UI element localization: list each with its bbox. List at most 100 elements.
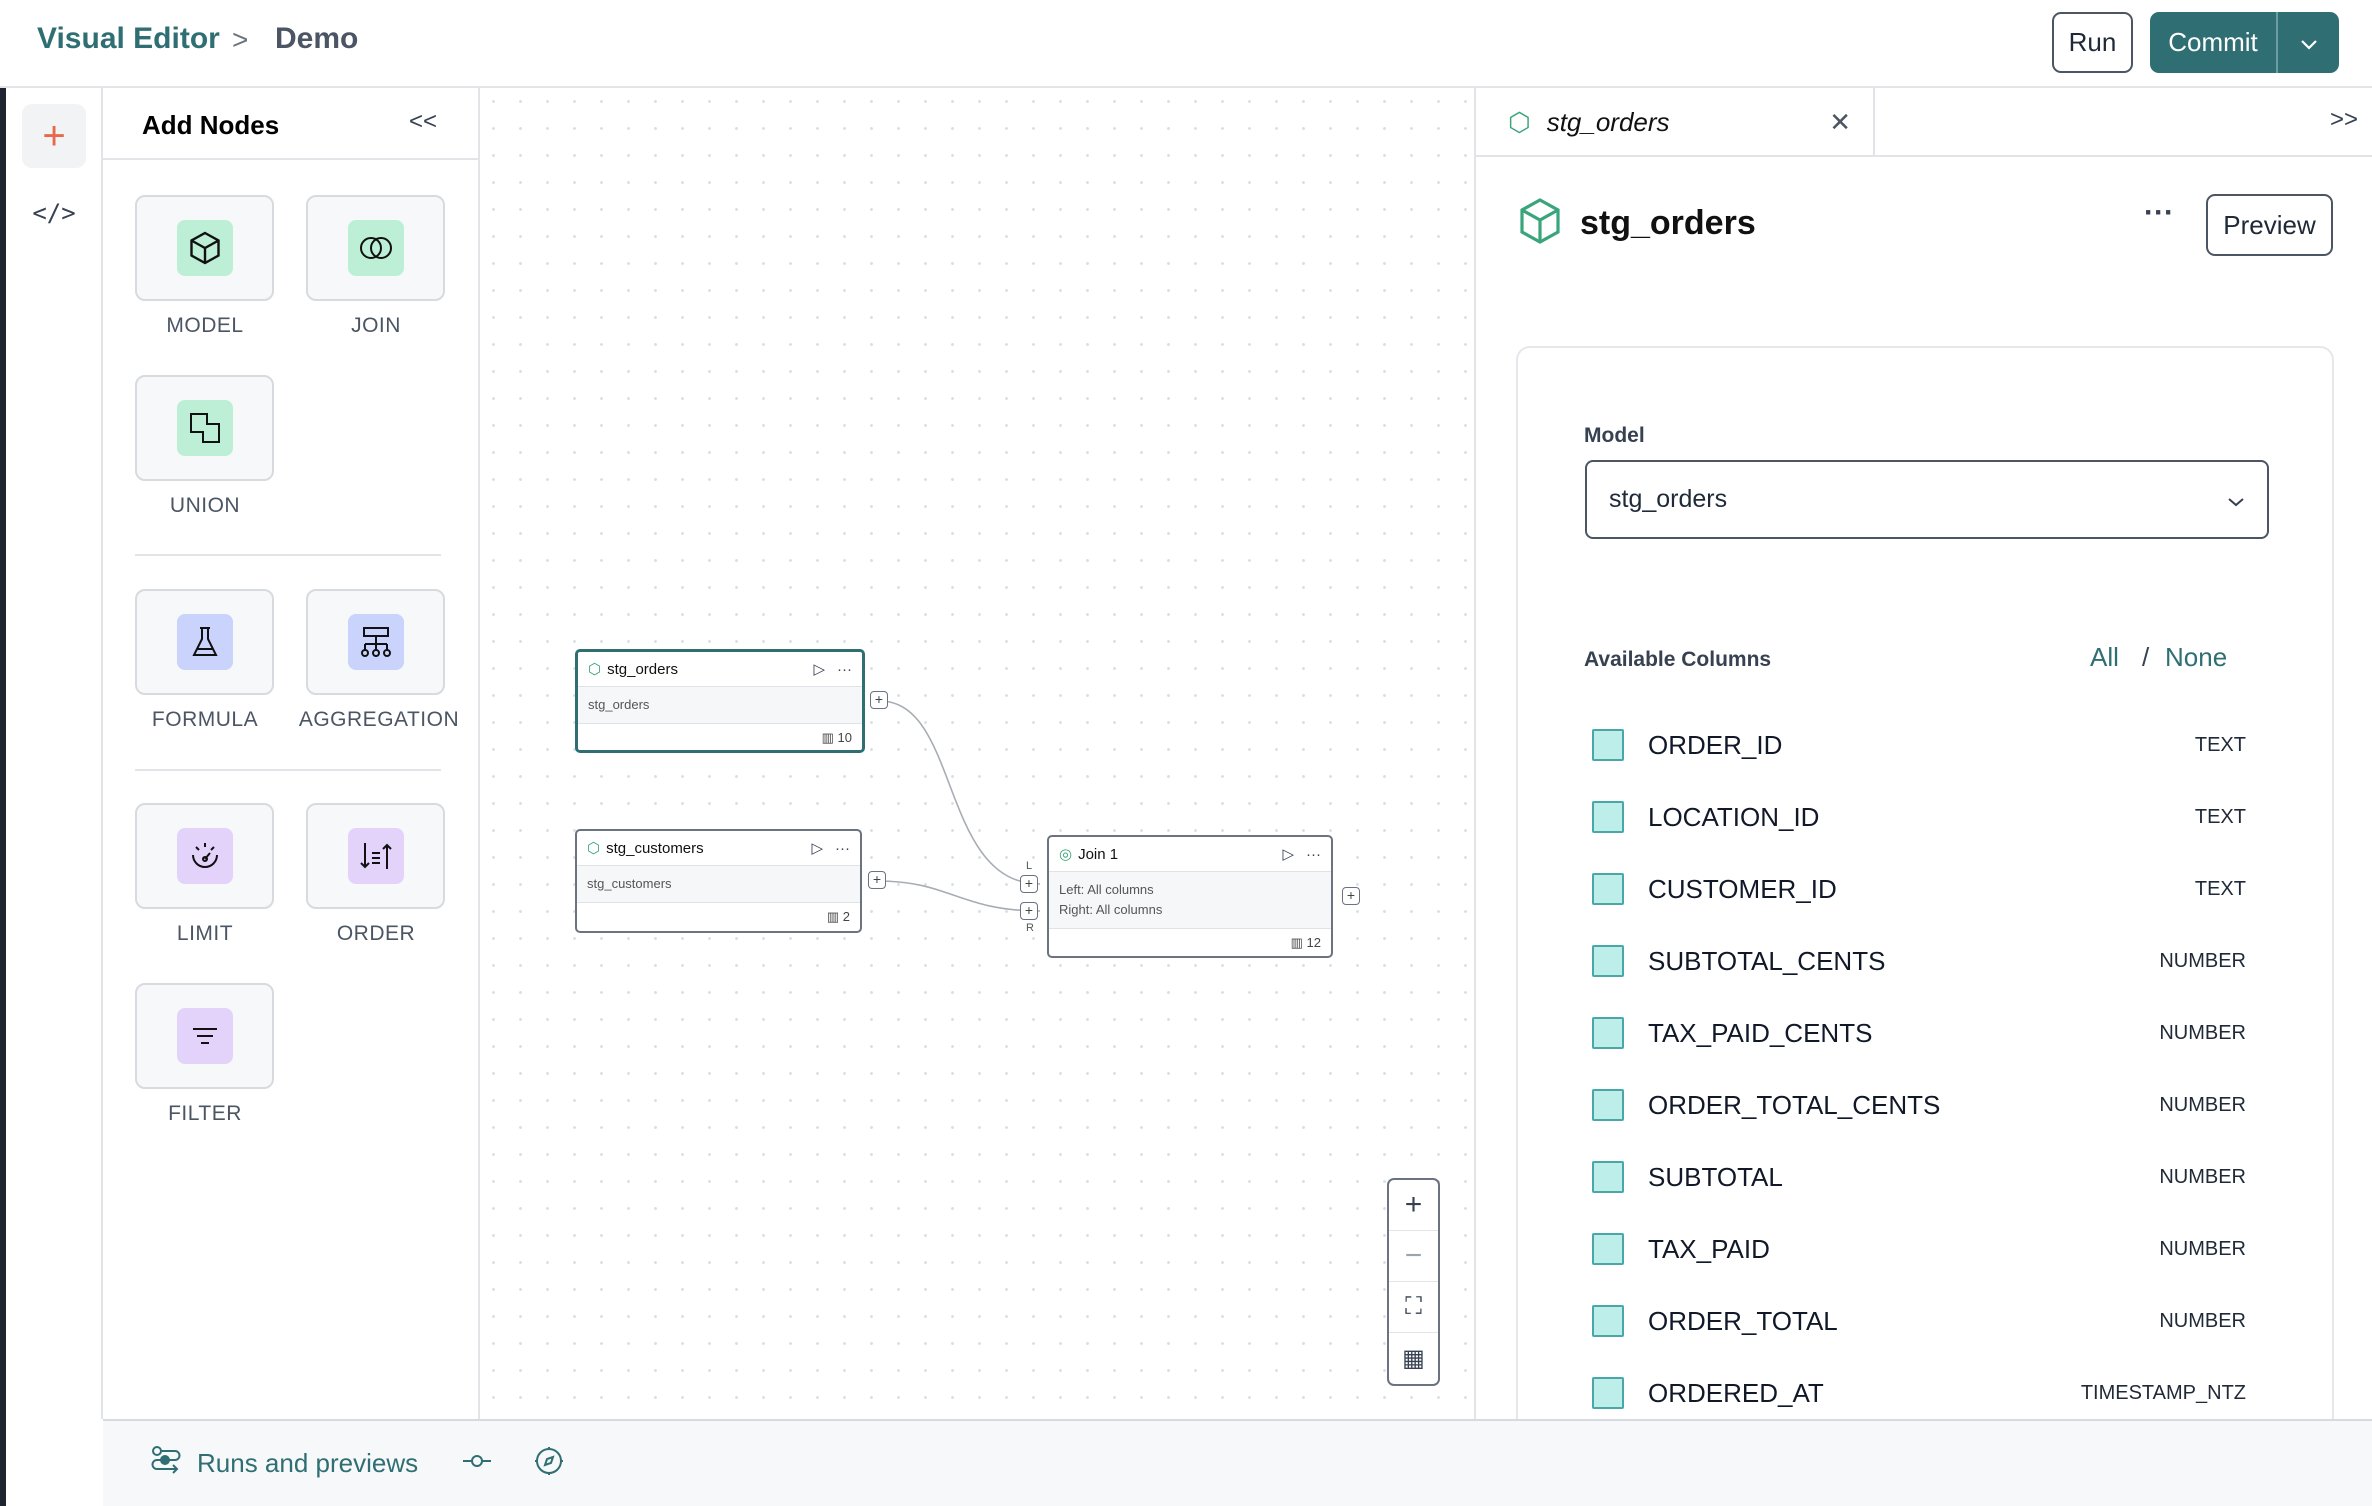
select-none-link[interactable]: None xyxy=(2165,642,2228,672)
aggregation-icon xyxy=(347,614,404,670)
column-checkbox[interactable] xyxy=(1592,1305,1624,1337)
model-select[interactable]: stg_orders xyxy=(1585,460,2269,539)
column-checkbox[interactable] xyxy=(1592,729,1624,761)
filter-icon xyxy=(176,1008,233,1064)
node-body-text: Right: All columns xyxy=(1059,902,1163,917)
play-icon[interactable]: ▷ xyxy=(1282,846,1294,863)
more-icon[interactable]: ··· xyxy=(835,839,850,857)
gauge-icon xyxy=(176,828,233,884)
expand-icon[interactable]: >> xyxy=(2330,106,2359,133)
column-checkbox[interactable] xyxy=(1592,873,1624,905)
commit-label[interactable]: Commit xyxy=(2150,12,2278,73)
column-checkbox[interactable] xyxy=(1592,945,1624,977)
column-type: TIMESTAMP_NTZ xyxy=(2080,1381,2246,1404)
node-columns: ▥ 2 xyxy=(826,909,850,924)
output-port[interactable]: + xyxy=(1342,887,1360,905)
preview-button[interactable]: Preview xyxy=(2206,194,2333,256)
node-tile-model[interactable] xyxy=(135,195,274,301)
canvas-node-stg-orders[interactable]: ⬡stg_orders▷··· stg_orders ▥ 10 xyxy=(575,649,865,753)
model-select-value: stg_orders xyxy=(1609,485,1728,513)
layout-grid-icon[interactable]: ▦ xyxy=(1402,1345,1425,1372)
runs-icon[interactable] xyxy=(149,1445,183,1482)
node-tile-limit[interactable] xyxy=(135,803,274,909)
column-type: TEXT xyxy=(2194,733,2246,756)
column-type: NUMBER xyxy=(2159,1093,2246,1116)
available-columns-label: Available Columns xyxy=(1584,648,1772,671)
port-label-left: L xyxy=(1026,860,1033,872)
column-type: NUMBER xyxy=(2159,1309,2246,1332)
column-checkbox[interactable] xyxy=(1592,1233,1624,1265)
output-port[interactable]: + xyxy=(870,691,888,709)
column-type: NUMBER xyxy=(2159,1165,2246,1188)
play-icon[interactable]: ▷ xyxy=(813,661,825,678)
close-icon[interactable]: ✕ xyxy=(1829,107,1851,137)
edge-customers-join xyxy=(877,880,1041,912)
edges xyxy=(877,700,1041,912)
tab-stg-orders[interactable]: ⬡ stg_orders ✕ xyxy=(1476,88,1875,157)
canvas[interactable]: ⬡stg_orders▷··· stg_orders ▥ 10 + ⬡stg_c… xyxy=(480,88,1474,1419)
more-icon[interactable]: ··· xyxy=(1306,845,1321,863)
fit-view-icon[interactable]: ⛶ xyxy=(1389,1282,1438,1333)
node-tile-aggregation[interactable] xyxy=(306,589,445,695)
column-name: SUBTOTAL xyxy=(1648,1161,1783,1192)
zoom-out-icon[interactable]: − xyxy=(1389,1231,1438,1282)
window-edge xyxy=(0,0,6,1506)
input-port-left[interactable]: + xyxy=(1020,875,1038,893)
node-tile-join[interactable] xyxy=(306,195,445,301)
add-nodes-header: Add Nodes << xyxy=(103,88,478,160)
column-row[interactable]: SUBTOTAL NUMBER xyxy=(1592,1157,2246,1197)
sort-icon xyxy=(347,828,404,884)
model-config-card: Model stg_orders Available Columns All /… xyxy=(1516,346,2334,1446)
commit-button[interactable]: Commit xyxy=(2150,12,2339,73)
node-columns: ▥ 10 xyxy=(821,730,852,745)
column-checkbox[interactable] xyxy=(1592,1161,1624,1193)
column-checkbox[interactable] xyxy=(1592,1377,1624,1409)
column-checkbox[interactable] xyxy=(1592,1017,1624,1049)
column-name: CUSTOMER_ID xyxy=(1648,873,1837,904)
input-port-right[interactable]: + xyxy=(1020,902,1038,920)
output-port[interactable]: + xyxy=(868,871,886,889)
more-icon[interactable]: ··· xyxy=(837,660,852,678)
run-button[interactable]: Run xyxy=(2052,12,2133,73)
link-separator: / xyxy=(2142,642,2150,672)
cube-icon xyxy=(176,220,233,276)
code-icon[interactable]: </> xyxy=(32,199,76,227)
zoom-in-icon[interactable]: + xyxy=(1389,1180,1438,1231)
plus-icon[interactable]: + xyxy=(22,104,86,168)
bottom-bar: Runs and previews xyxy=(103,1419,2372,1506)
collapse-icon[interactable]: << xyxy=(409,108,438,135)
node-tile-formula[interactable] xyxy=(135,589,274,695)
runs-and-previews-button[interactable]: Runs and previews xyxy=(197,1448,419,1478)
node-body: stg_customers xyxy=(577,865,860,903)
divider xyxy=(135,769,441,771)
column-checkbox[interactable] xyxy=(1592,801,1624,833)
divider xyxy=(135,554,441,556)
commit-graph-icon[interactable] xyxy=(462,1454,492,1473)
column-checkbox[interactable] xyxy=(1592,1089,1624,1121)
chevron-down-icon[interactable] xyxy=(2278,27,2339,58)
compass-icon[interactable] xyxy=(534,1446,564,1481)
node-tile-label: FILTER xyxy=(168,1102,242,1125)
canvas-node-stg-customers[interactable]: ⬡stg_customers▷··· stg_customers ▥ 2 xyxy=(575,829,862,933)
panel-title: stg_orders xyxy=(1580,204,1756,242)
column-name: LOCATION_ID xyxy=(1648,801,1820,832)
more-icon[interactable]: ··· xyxy=(2144,196,2174,229)
column-count: 2 xyxy=(842,909,850,924)
select-all-link[interactable]: All xyxy=(2090,642,2119,672)
node-tile-union[interactable] xyxy=(135,375,274,481)
breadcrumb-visual-editor[interactable]: Visual Editor xyxy=(37,22,220,55)
play-icon[interactable]: ▷ xyxy=(811,840,823,857)
node-tile-order[interactable] xyxy=(306,803,445,909)
node-tile-filter[interactable] xyxy=(135,983,274,1089)
